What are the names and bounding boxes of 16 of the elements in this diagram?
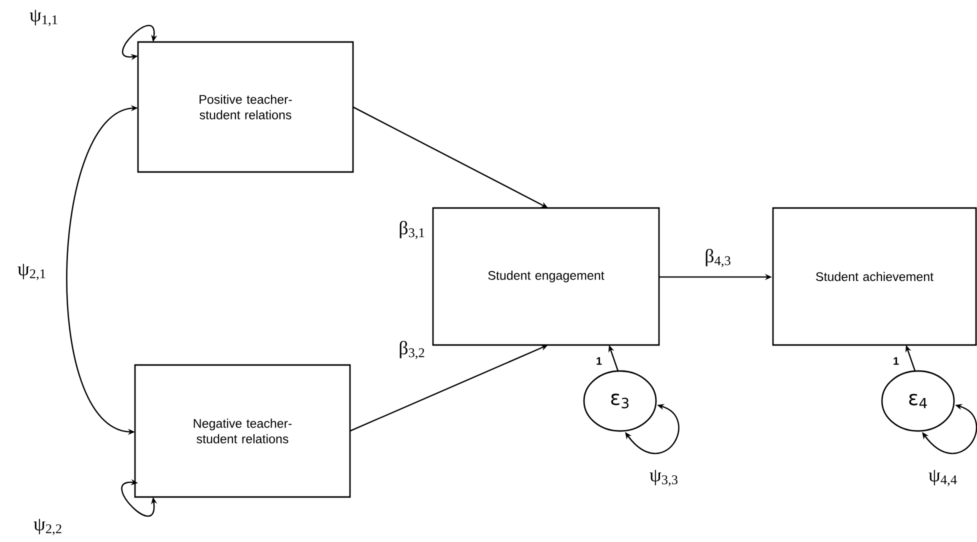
edge-label: ψ$_{3,3}$ [648, 468, 680, 488]
variable-box: Student engagement [432, 207, 660, 346]
edge-label: β$_{4,3}$ [704, 248, 732, 268]
edge-label: ψ$_{2,1}$ [16, 262, 48, 282]
edge-label: 1 [594, 356, 604, 366]
edge-label: ψ$_{4,4}$ [928, 468, 959, 488]
edge-label: ψ$_{1,1}$ [28, 8, 60, 28]
curved-arrow [625, 404, 680, 454]
edge-label: ψ$_{2,2}$ [32, 518, 64, 536]
variable-box: Student achievement [772, 207, 977, 346]
curved-arrow [922, 404, 977, 454]
variable-box: Negative teacher-student relations [134, 364, 351, 498]
edge-label: β$_{3,1}$ [398, 220, 426, 240]
edge-label: 1 [892, 356, 900, 366]
variable-box: Positive teacher-student relations [137, 41, 354, 173]
edge-label: β$_{3,2}$ [398, 340, 426, 360]
